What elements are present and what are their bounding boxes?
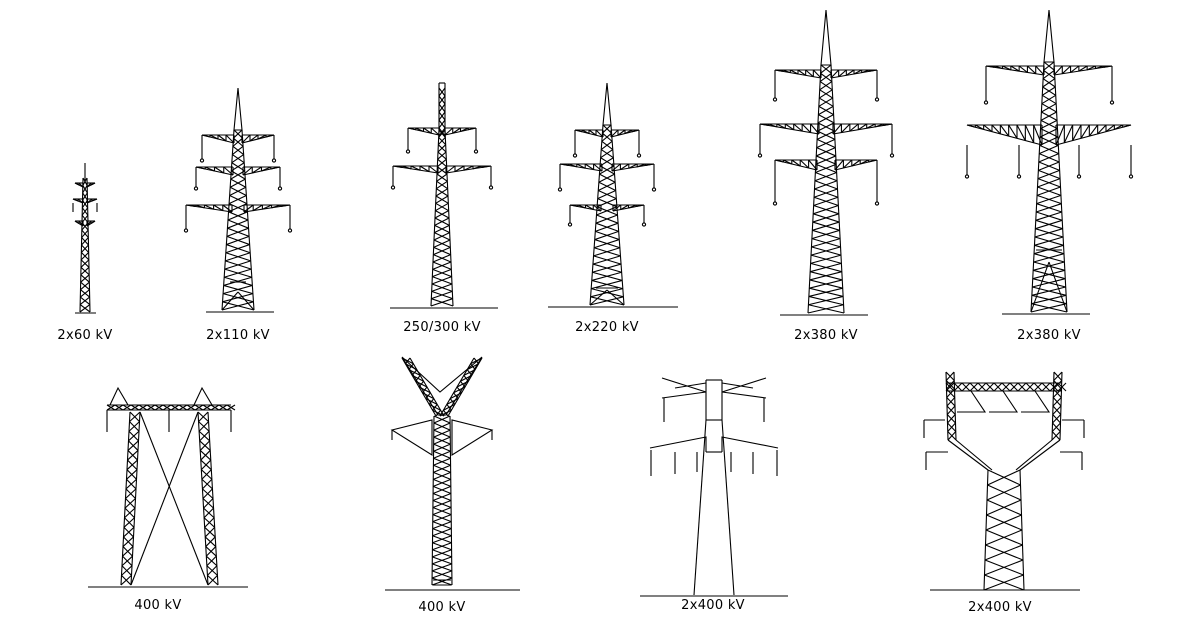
tower-2x380kv-b bbox=[964, 9, 1134, 315]
tower-label-2x220kv: 2x220 kV bbox=[575, 320, 639, 335]
tower-2x380kv-a bbox=[757, 9, 895, 316]
tower-label-2x60kv: 2x60 kV bbox=[57, 328, 113, 343]
tower-label-2x400kv-a: 2x400 kV bbox=[681, 598, 745, 613]
tower-label-2x380kv-b: 2x380 kV bbox=[1017, 328, 1081, 343]
tower-400kv-portal bbox=[88, 386, 248, 588]
tower-2x220kv bbox=[548, 82, 678, 308]
tower-label-250-300kv: 250/300 kV bbox=[403, 320, 481, 335]
tower-2x60kv bbox=[72, 163, 98, 314]
tower-400kv-y bbox=[385, 356, 520, 591]
tower-2x400kv-a bbox=[640, 377, 788, 597]
tower-label-400kv-a: 400 kV bbox=[134, 598, 182, 613]
tower-label-2x380kv-a: 2x380 kV bbox=[794, 328, 858, 343]
tower-label-2x400kv-b: 2x400 kV bbox=[968, 600, 1032, 615]
tower-label-400kv-b: 400 kV bbox=[418, 600, 466, 615]
tower-2x110kv bbox=[183, 87, 293, 313]
tower-250-300kv bbox=[390, 82, 498, 309]
tower-label-2x110kv: 2x110 kV bbox=[206, 328, 270, 343]
tower-2x400kv-b bbox=[923, 371, 1085, 591]
